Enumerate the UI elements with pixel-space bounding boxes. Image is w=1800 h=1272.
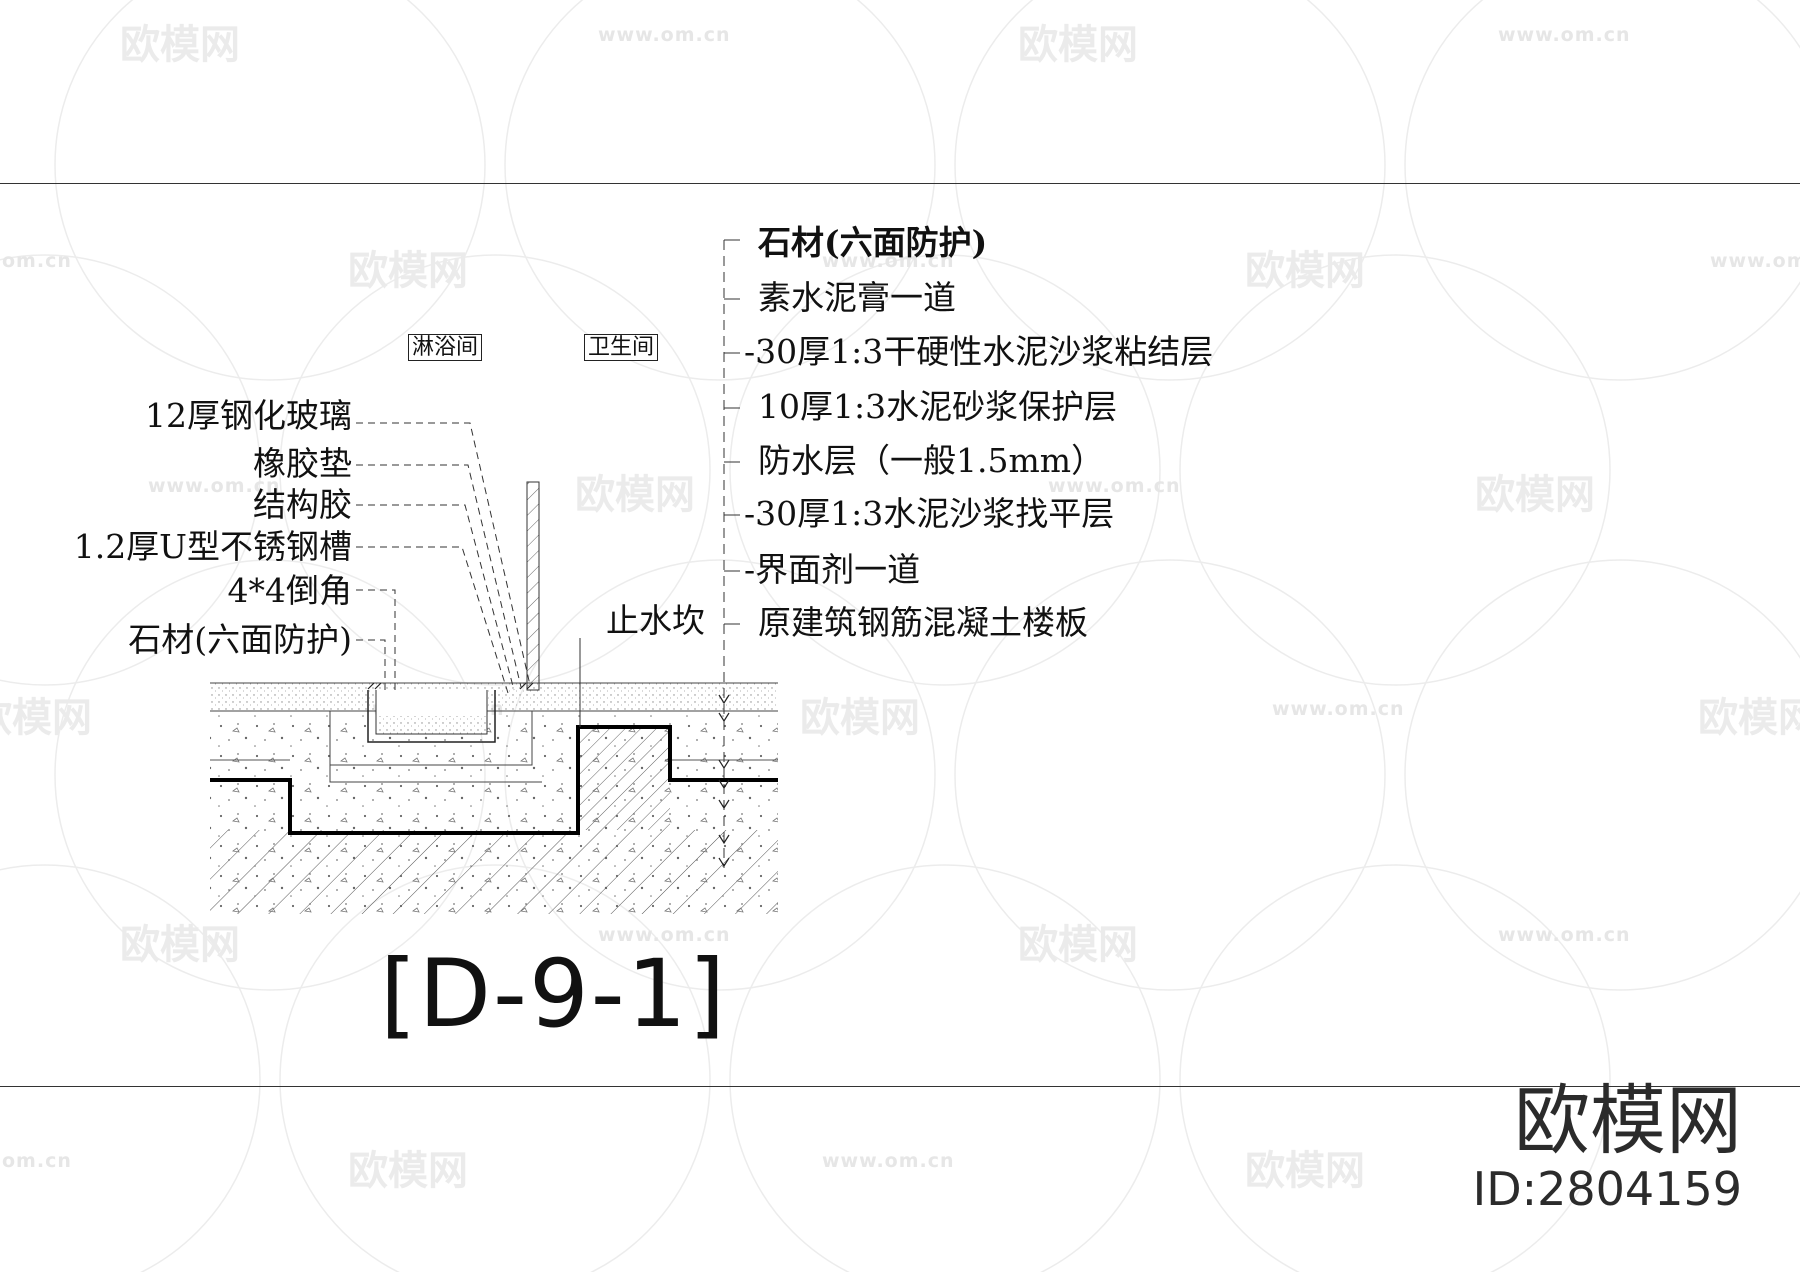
waterproof-membrane [210, 725, 778, 835]
mortar-bed [210, 711, 778, 830]
callout-rubber-pad: 橡胶垫 [253, 444, 352, 483]
layer-arrowheads [718, 694, 730, 868]
layer-protective-mortar: 10厚1:3水泥砂浆保护层 [758, 387, 1118, 426]
detail-id: [D-9-1] [380, 940, 728, 1049]
brand-id: ID:2804159 [1472, 1162, 1742, 1216]
layer-interface-agent: -界面剂一道 [744, 550, 921, 589]
callout-structural-adhesive: 结构胶 [253, 485, 352, 524]
drawing-frame [0, 183, 1800, 1087]
threshold-label: 止水坎 [606, 601, 705, 640]
stone-layer [210, 683, 778, 711]
layer-cement-paste: 素水泥膏一道 [758, 278, 956, 317]
threshold-core [578, 727, 670, 830]
layer-leader [723, 239, 740, 868]
callout-u-channel: 1.2厚U型不锈钢槽 [73, 527, 352, 566]
layer-leveling-mortar: -30厚1:3水泥沙浆找平层 [744, 494, 1115, 533]
layer-bonding-mortar: -30厚1:3干硬性水泥沙浆粘结层 [744, 332, 1214, 371]
u-stainless-channel [367, 690, 496, 743]
callout-chamfer: 4*4倒角 [227, 571, 353, 610]
layer-rc-slab: 原建筑钢筋混凝土楼板 [758, 603, 1088, 642]
room-tag-bathroom: 卫生间 [584, 334, 659, 361]
callout-stone: 石材(六面防护) [128, 620, 352, 659]
callout-leaders [356, 422, 531, 694]
layer-stone: 石材(六面防护) [758, 223, 988, 262]
rc-floor-slab-aggregate [210, 830, 778, 914]
callout-tempered-glass: 12厚钢化玻璃 [145, 396, 352, 435]
layer-waterproofing: 防水层（一般1.5mm） [758, 441, 1105, 480]
brand-name: 欧模网 [1514, 1076, 1742, 1165]
tempered-glass [526, 481, 540, 691]
room-tag-shower: 淋浴间 [408, 334, 483, 361]
